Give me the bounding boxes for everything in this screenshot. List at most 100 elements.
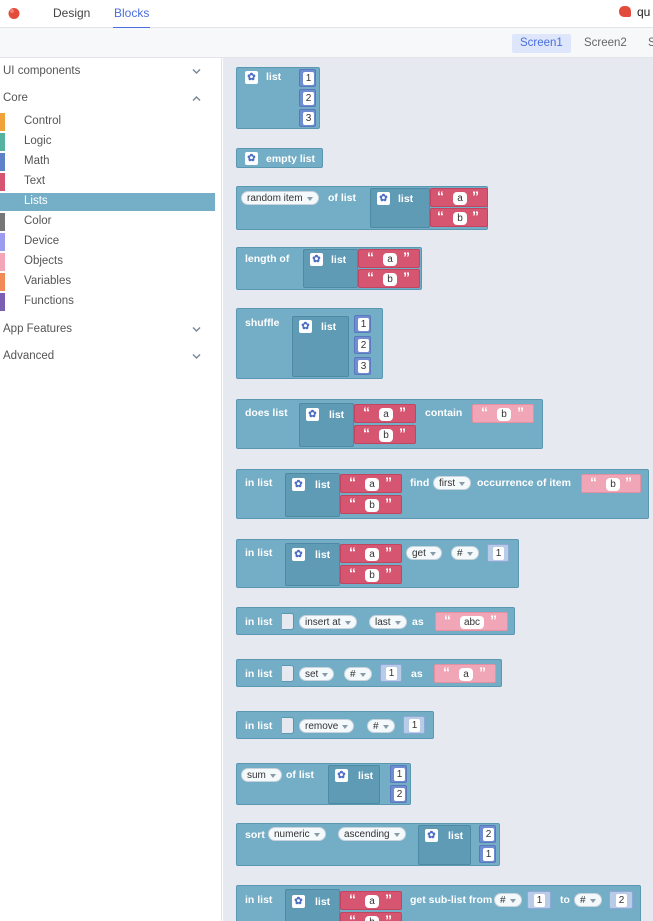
block-empty-list[interactable]: ✿ empty list (236, 148, 323, 168)
mutator-gear-icon[interactable]: ✿ (310, 253, 323, 266)
number-block[interactable]: 1 (403, 716, 425, 734)
number-block[interactable]: 3 (299, 109, 316, 127)
text-block-b[interactable]: “b” (340, 912, 402, 921)
chevron-down-icon[interactable] (192, 325, 201, 334)
number-block[interactable]: 2 (354, 336, 371, 354)
block-shuffle[interactable]: shuffle ✿ list 1 2 3 (236, 308, 383, 379)
chevron-up-icon[interactable] (192, 94, 201, 103)
dropdown-ascending[interactable]: ascending (338, 827, 406, 841)
number-block[interactable]: 2 (390, 785, 407, 803)
text-block-a[interactable]: “a” (434, 664, 496, 683)
number-block[interactable]: 1 (299, 69, 316, 87)
number-block[interactable]: 2 (299, 89, 316, 107)
text-block-b[interactable]: “b” (340, 495, 402, 514)
dropdown-set[interactable]: set (299, 667, 335, 681)
number-block[interactable]: 1 (527, 891, 551, 909)
dropdown-first[interactable]: first (433, 476, 472, 490)
text-block-b[interactable]: “b” (354, 425, 416, 444)
dropdown-sum[interactable]: sum (241, 768, 282, 782)
dropdown-last[interactable]: last (369, 615, 407, 629)
screen-tab-3[interactable]: S (648, 37, 653, 49)
text-block-a[interactable]: “a” (340, 891, 402, 910)
mutator-gear-icon[interactable]: ✿ (377, 192, 390, 205)
mutator-gear-icon[interactable]: ✿ (335, 769, 348, 782)
category-advanced[interactable]: Advanced (3, 350, 55, 362)
mutator-gear-icon[interactable]: ✿ (425, 829, 438, 842)
mutator-gear-icon[interactable]: ✿ (306, 408, 319, 421)
dropdown-hash[interactable]: # (451, 546, 479, 560)
screen-tab-1[interactable]: Screen1 (512, 34, 571, 53)
mutator-gear-icon[interactable]: ✿ (245, 152, 258, 165)
sidebar-item-variables[interactable]: Variables (0, 273, 215, 291)
dropdown-hash[interactable]: # (574, 893, 602, 907)
block-length-of[interactable]: length of ✿ list “a” “b” (236, 247, 422, 290)
text-block-a[interactable]: “a” (430, 188, 488, 207)
empty-socket[interactable] (282, 717, 294, 734)
block-get-sub-list[interactable]: in list ✿ list “a” “b” get sub-list from… (236, 885, 641, 921)
inner-list-block[interactable]: ✿ list (299, 403, 354, 447)
inner-list-block[interactable]: ✿ list (285, 889, 340, 921)
inner-list-block[interactable]: ✿ list (328, 765, 380, 804)
inner-list-block[interactable]: ✿ list (418, 825, 471, 865)
text-block-a[interactable]: “a” (340, 474, 402, 493)
sidebar-item-objects[interactable]: Objects (0, 253, 215, 271)
text-block-b[interactable]: “b” (430, 208, 488, 227)
sidebar-item-math[interactable]: Math (0, 153, 215, 171)
text-block-abc[interactable]: “abc” (435, 612, 508, 631)
block-sort-list[interactable]: sort numeric ascending ✿ list 2 1 (236, 823, 500, 866)
number-block[interactable]: 1 (354, 315, 371, 333)
block-insert-at[interactable]: in list insert at last as “abc” (236, 607, 515, 635)
number-block[interactable]: 1 (390, 765, 407, 783)
inner-list-block[interactable]: ✿ list (285, 543, 340, 586)
mutator-gear-icon[interactable]: ✿ (292, 478, 305, 491)
text-block-a[interactable]: “a” (354, 404, 416, 423)
block-sum-of-list[interactable]: sum of list ✿ list 1 2 (236, 763, 411, 805)
inner-list-block[interactable]: ✿ list (285, 473, 340, 517)
mutator-gear-icon[interactable]: ✿ (245, 71, 258, 84)
dropdown-hash[interactable]: # (367, 719, 395, 733)
category-ui-components[interactable]: UI components (3, 65, 81, 77)
text-block-b[interactable]: “b” (472, 404, 534, 423)
tab-blocks[interactable]: Blocks (112, 6, 151, 29)
empty-socket[interactable] (282, 613, 294, 630)
block-remove-item[interactable]: in list remove # 1 (236, 711, 434, 739)
sidebar-item-lists[interactable]: Lists (0, 193, 215, 211)
number-block[interactable]: 2 (609, 891, 633, 909)
block-random-item[interactable]: random item of list ✿ list “a” “b” (236, 186, 488, 230)
category-core[interactable]: Core (3, 92, 28, 104)
dropdown-hash[interactable]: # (344, 667, 372, 681)
sidebar-item-logic[interactable]: Logic (0, 133, 215, 151)
sidebar-item-text[interactable]: Text (0, 173, 215, 191)
mutator-gear-icon[interactable]: ✿ (292, 548, 305, 561)
block-set-item[interactable]: in list set # 1 as “a” (236, 659, 502, 687)
inner-list-block[interactable]: ✿ list (292, 316, 349, 377)
text-block-a[interactable]: “a” (358, 249, 420, 268)
dropdown-remove[interactable]: remove (299, 719, 355, 733)
mutator-gear-icon[interactable]: ✿ (292, 895, 305, 908)
number-block[interactable]: 1 (380, 664, 402, 682)
inner-list-block[interactable]: ✿ list (370, 188, 430, 228)
text-block-b[interactable]: “b” (340, 565, 402, 584)
project-name[interactable]: qu (619, 5, 650, 19)
sidebar-item-functions[interactable]: Functions (0, 293, 215, 311)
dropdown-numeric[interactable]: numeric (268, 827, 326, 841)
block-does-list-contain[interactable]: does list ✿ list “a” “b” contain “b” (236, 399, 543, 449)
category-app-features[interactable]: App Features (3, 323, 73, 335)
mutator-gear-icon[interactable]: ✿ (299, 320, 312, 333)
block-get-item[interactable]: in list ✿ list “a” “b” get # 1 (236, 539, 519, 588)
number-block[interactable]: 1 (479, 845, 496, 863)
text-block-a[interactable]: “a” (340, 544, 402, 563)
text-block-b[interactable]: “b” (581, 474, 641, 493)
tab-design[interactable]: Design (53, 6, 91, 20)
dropdown-hash[interactable]: # (494, 893, 522, 907)
sidebar-item-device[interactable]: Device (0, 233, 215, 251)
block-make-list[interactable]: ✿ list 1 2 3 (236, 67, 320, 129)
dropdown-get[interactable]: get (406, 546, 442, 560)
number-block[interactable]: 2 (479, 825, 496, 843)
sidebar-item-control[interactable]: Control (0, 113, 215, 131)
dropdown-insert-at[interactable]: insert at (299, 615, 357, 629)
chevron-down-icon[interactable] (192, 67, 201, 76)
number-block[interactable]: 1 (487, 544, 509, 562)
text-block-b[interactable]: “b” (358, 269, 420, 288)
chevron-down-icon[interactable] (192, 352, 201, 361)
